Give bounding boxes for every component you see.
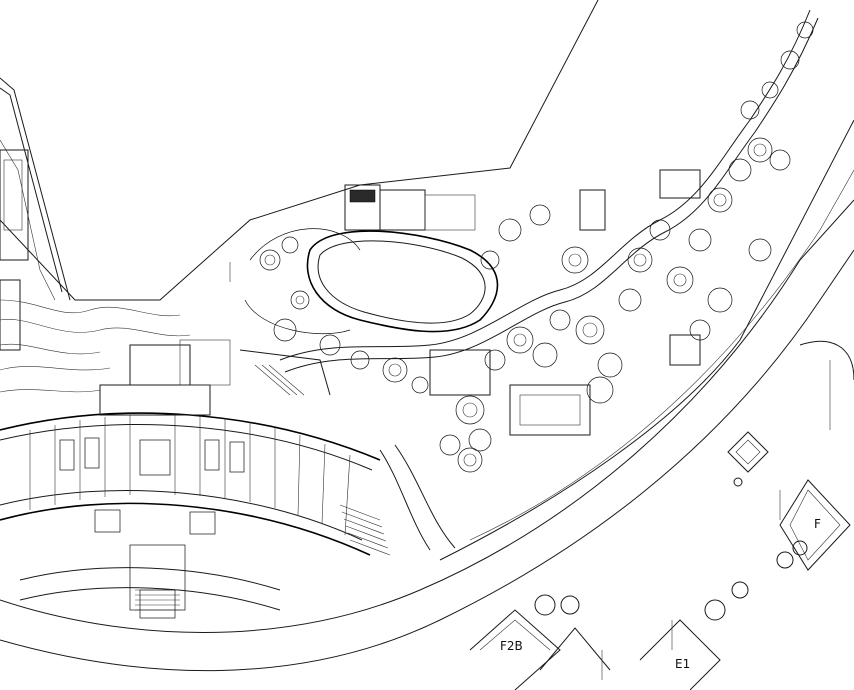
site-boundary: [0, 0, 599, 301]
dimension-marks: [229, 262, 831, 680]
villa-f-label: F: [814, 517, 821, 531]
landscape-features: [259, 9, 819, 473]
villas: F F2B E1: [469, 340, 854, 690]
northwest-building: [0, 149, 29, 351]
curved-main-building: [0, 339, 381, 619]
central-garden: [244, 184, 591, 436]
villa-b-label: F2B: [500, 639, 523, 653]
contour-lines: [0, 299, 191, 393]
access-ramp: [239, 349, 456, 556]
villa-e-label: E1: [675, 657, 690, 671]
main-road: [0, 119, 854, 672]
